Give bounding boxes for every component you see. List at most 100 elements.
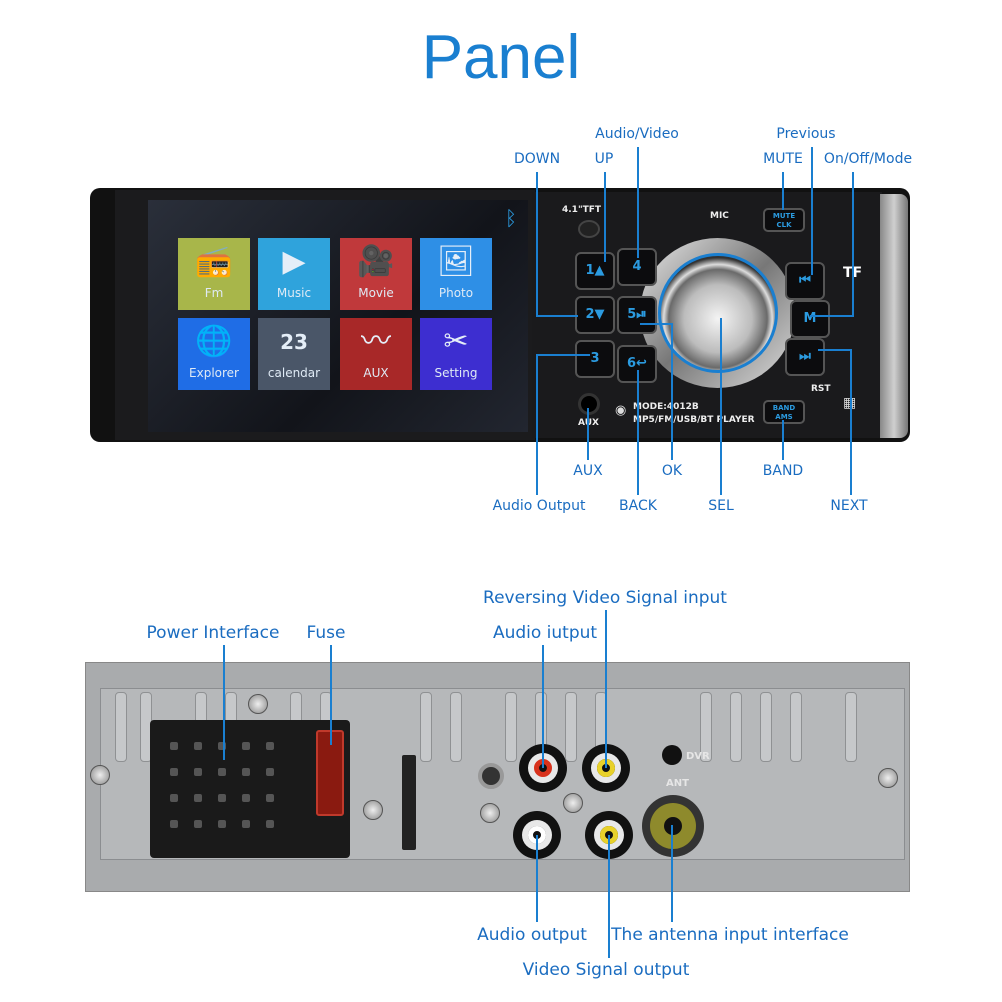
- previous-button[interactable]: ⏮: [785, 262, 825, 300]
- pin: [242, 820, 250, 828]
- tile-label: Music: [276, 286, 312, 300]
- screw-top: [248, 694, 268, 714]
- calendar-icon: 23: [280, 330, 308, 354]
- pin: [218, 768, 226, 776]
- button-3-audio-output[interactable]: 3: [575, 340, 615, 378]
- pin: [170, 742, 178, 750]
- tile-movie[interactable]: 🎥Movie: [340, 238, 412, 310]
- audio-input-red[interactable]: [519, 744, 567, 792]
- pin: [242, 794, 250, 802]
- pin: [194, 742, 202, 750]
- callout-audio-output: Audio Output: [492, 498, 586, 514]
- antenna-input[interactable]: [642, 795, 704, 857]
- band-button[interactable]: BAND AMS: [763, 400, 805, 424]
- callout-antenna: The antenna input interface: [611, 925, 849, 945]
- reversing-video-input-yellow[interactable]: [582, 744, 630, 792]
- tile-calendar[interactable]: 23 calendar: [258, 318, 330, 390]
- callout-reversing-video: Reversing Video Signal input: [483, 588, 727, 608]
- callout-audio-output-rear: Audio output: [477, 925, 587, 945]
- pin: [170, 768, 178, 776]
- fin: [450, 692, 462, 762]
- globe-icon: 🌐: [195, 324, 233, 359]
- waveform-icon: 〰: [361, 324, 391, 359]
- film-icon: ▦: [843, 395, 857, 411]
- button-2-down[interactable]: 2▼: [575, 296, 615, 334]
- mode-button[interactable]: M: [790, 300, 830, 338]
- pin: [170, 794, 178, 802]
- callout-aux: AUX: [573, 463, 603, 479]
- fin: [760, 692, 772, 762]
- aux-jack-label: AUX: [578, 418, 599, 428]
- callout-audio-video: Audio/Video: [595, 126, 679, 142]
- tile-music[interactable]: ▶Music: [258, 238, 330, 310]
- callout-next: NEXT: [830, 498, 868, 514]
- ant-label: ANT: [666, 778, 689, 789]
- screw-rca-left: [480, 803, 500, 823]
- button-4-audio-video[interactable]: 4: [617, 248, 657, 286]
- mute-button[interactable]: MUTE CLK: [763, 208, 805, 232]
- tools-icon: ✂: [443, 324, 469, 359]
- mic-label: MIC: [710, 211, 729, 221]
- fin: [730, 692, 742, 762]
- tf-slot-label: TF: [843, 265, 863, 281]
- dvr-label: DVR: [686, 751, 710, 762]
- page-title: Panel: [421, 23, 581, 92]
- callout-sel: SEL: [708, 498, 734, 514]
- tile-photo[interactable]: 🖼 Photo: [420, 238, 492, 310]
- aux-jack[interactable]: [578, 393, 600, 415]
- tile-setting[interactable]: ✂Setting: [420, 318, 492, 390]
- screen: [148, 200, 528, 432]
- callout-video-output: Video Signal output: [522, 960, 690, 980]
- tile-explorer[interactable]: 🌐Explorer: [178, 318, 250, 390]
- pin: [242, 768, 250, 776]
- pin: [266, 742, 274, 750]
- bluetooth-icon: ᛒ: [505, 206, 517, 230]
- fuse[interactable]: [316, 730, 344, 816]
- button-5-ok[interactable]: 5⏯: [617, 296, 657, 334]
- fin: [565, 692, 577, 762]
- tile-fm[interactable]: 📻 Fm: [178, 238, 250, 310]
- next-button[interactable]: ⏭: [785, 338, 825, 376]
- button-1-up[interactable]: 1▲: [575, 252, 615, 290]
- callout-down: DOWN: [513, 151, 561, 167]
- radio-icon: 📻: [195, 244, 233, 279]
- dvr-port[interactable]: [662, 745, 682, 765]
- fin: [790, 692, 802, 762]
- volume-knob[interactable]: [658, 253, 778, 373]
- mic-socket[interactable]: [478, 763, 504, 789]
- pin: [194, 820, 202, 828]
- pin: [242, 742, 250, 750]
- button-6-back[interactable]: 6↩: [617, 345, 657, 383]
- callout-previous: Previous: [776, 126, 836, 142]
- pin: [218, 742, 226, 750]
- callout-back: BACK: [619, 498, 657, 514]
- tile-aux[interactable]: 〰 AUX: [340, 318, 412, 390]
- camera-icon: ◉: [615, 403, 627, 418]
- screw-left: [90, 765, 110, 785]
- model-subtitle: MP5/FM/USB/BT PLAYER: [633, 415, 755, 425]
- tile-label: Photo: [438, 286, 474, 300]
- fin: [700, 692, 712, 762]
- fin: [420, 692, 432, 762]
- pin: [218, 820, 226, 828]
- tft-label: 4.1"TFT: [562, 205, 602, 215]
- tile-label: Fm: [204, 286, 224, 300]
- callout-power-interface: Power Interface: [146, 623, 280, 643]
- photo-icon: 🖼: [436, 244, 476, 279]
- callout-ok: OK: [661, 463, 683, 479]
- pin: [170, 820, 178, 828]
- pin: [218, 794, 226, 802]
- screw-mid: [363, 800, 383, 820]
- tile-label: calendar: [267, 366, 321, 380]
- callout-audio-iutput: Audio iutput: [492, 623, 598, 643]
- pin: [266, 768, 274, 776]
- slot: [402, 755, 416, 850]
- callout-up: UP: [594, 151, 614, 167]
- audio-output-white[interactable]: [513, 811, 561, 859]
- tile-label: Movie: [358, 286, 394, 300]
- callout-fuse: Fuse: [306, 623, 346, 643]
- screw-right: [878, 768, 898, 788]
- tile-label: AUX: [363, 366, 389, 380]
- video-output-yellow[interactable]: [585, 811, 633, 859]
- fin: [845, 692, 857, 762]
